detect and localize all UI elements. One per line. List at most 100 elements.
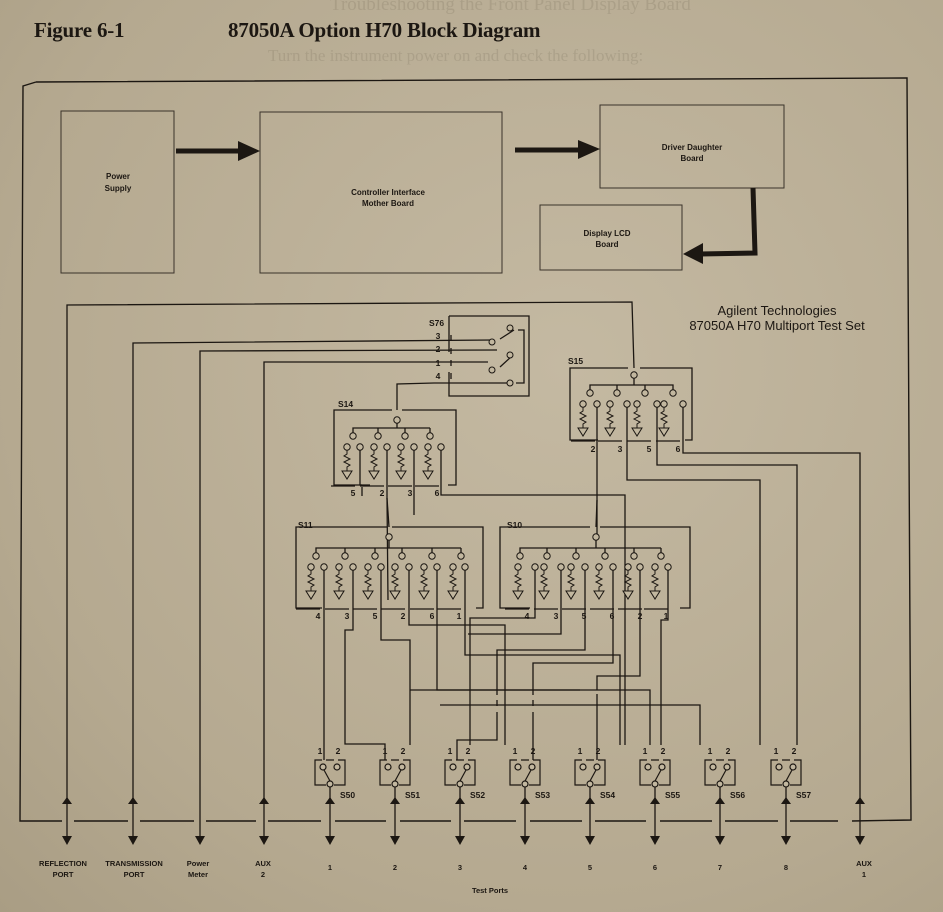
diagram-element <box>352 423 431 433</box>
transfer-switch-name: S53 <box>535 790 550 800</box>
diagram-label: Power <box>106 172 130 181</box>
diagram-element <box>60 110 175 274</box>
s10-output <box>609 563 617 571</box>
diagram-element <box>600 526 691 609</box>
s10-load <box>649 563 661 600</box>
diagram-element <box>506 379 514 387</box>
bleed-through-text: Troubleshooting the Front Panel Display … <box>330 0 691 15</box>
diagram-element <box>509 759 541 786</box>
s10-throw <box>516 552 524 560</box>
diagram-element <box>295 526 387 609</box>
diagram-element <box>659 407 669 428</box>
test-port-label: 4 <box>523 863 528 872</box>
s15-throw <box>586 389 594 397</box>
diagram-element <box>649 590 661 600</box>
arrow-driver-to-display-head <box>683 243 703 264</box>
manufacturer-line1: Agilent Technologies <box>717 303 837 318</box>
s10-load <box>538 563 550 600</box>
diagram-element <box>436 565 580 691</box>
display-lcd-block: Display LCD Board <box>539 204 683 271</box>
test-port-label: 2 <box>393 863 397 872</box>
switch-label-s15: S15 <box>568 356 583 366</box>
port-arrow <box>855 797 865 845</box>
diagram-element <box>565 590 577 600</box>
test-port-label: 6 <box>653 863 657 872</box>
diagram-element <box>448 315 530 397</box>
s15-throw <box>641 389 649 397</box>
diagram-element <box>463 763 471 771</box>
diagram-element <box>654 769 662 782</box>
s10-position-label: 3 <box>554 611 559 621</box>
diagram-element <box>314 759 346 786</box>
s11-output <box>405 563 413 571</box>
diagram-element <box>540 563 548 571</box>
diagram-element <box>658 763 666 771</box>
s14-load <box>341 443 353 480</box>
diagram-element <box>599 104 785 189</box>
s14-throw <box>426 432 434 440</box>
diagram-label: Display LCD <box>583 229 630 238</box>
port-arrow <box>520 787 530 845</box>
diagram-element <box>370 443 378 451</box>
diagram-element <box>595 563 603 571</box>
bleed-through-text: Turn the instrument power on and check t… <box>268 46 644 65</box>
switch-label-s10: S10 <box>507 520 522 530</box>
s14-load <box>395 443 407 480</box>
s11-position-label: 6 <box>430 611 435 621</box>
transfer-pos2-label: 2 <box>466 746 471 756</box>
figure-number: Figure 6-1 <box>34 18 125 42</box>
transfer-switch-name: S51 <box>405 790 420 800</box>
s15-common <box>630 371 638 379</box>
s11-position-label: 4 <box>316 611 321 621</box>
diagram-element <box>447 590 459 600</box>
s15-output <box>623 400 631 408</box>
diagram-element <box>595 499 598 528</box>
diagram-element <box>789 763 797 771</box>
diagram-element <box>640 367 693 441</box>
diagram-element <box>263 361 488 808</box>
diagram-element <box>390 836 400 845</box>
transfer-pos2-label: 2 <box>661 746 666 756</box>
s14-common <box>393 416 401 424</box>
diagram-element <box>589 769 597 782</box>
diagram-element <box>516 329 525 384</box>
diagram-element <box>524 769 532 782</box>
arrow-power-to-controller-head <box>238 141 260 161</box>
diagram-label: Board <box>595 240 618 249</box>
diagram-element <box>469 565 536 745</box>
diagram-element <box>775 763 783 771</box>
s14-position-label: 2 <box>380 488 385 498</box>
s14-output <box>356 443 364 451</box>
diagram-element <box>419 570 429 591</box>
diagram-element <box>633 400 641 408</box>
diagram-element <box>333 409 392 486</box>
s10-throw <box>657 552 665 560</box>
diagram-element <box>420 563 428 571</box>
transfer-pos1-label: 1 <box>383 746 388 756</box>
diagram-element <box>307 563 315 571</box>
diagram-element <box>512 590 524 600</box>
diagram-element <box>506 351 514 359</box>
diagram-element <box>398 763 406 771</box>
diagram-element <box>604 427 616 437</box>
diagram-element <box>128 797 138 804</box>
diagram-element <box>390 570 400 591</box>
diagram-element <box>199 349 498 808</box>
driver-daughter-block: Driver Daughter Board <box>599 104 785 189</box>
diagram-element <box>585 836 595 845</box>
diagram-element <box>781 797 791 804</box>
diagram-label: Mother Board <box>362 199 414 208</box>
s15-position-label: 3 <box>618 444 623 454</box>
diagram-element <box>631 427 643 437</box>
controller-interface-block: Controller Interface Mother Board <box>259 111 503 274</box>
s15-output <box>653 400 661 408</box>
power-meter-label: Power <box>187 859 210 868</box>
diagram-element <box>855 797 865 804</box>
transfer-pos1-label: 1 <box>774 746 779 756</box>
port-arrow <box>455 787 465 845</box>
test-port-label: 3 <box>458 863 462 872</box>
diagram-element <box>605 407 615 428</box>
diagram-element <box>386 444 389 601</box>
